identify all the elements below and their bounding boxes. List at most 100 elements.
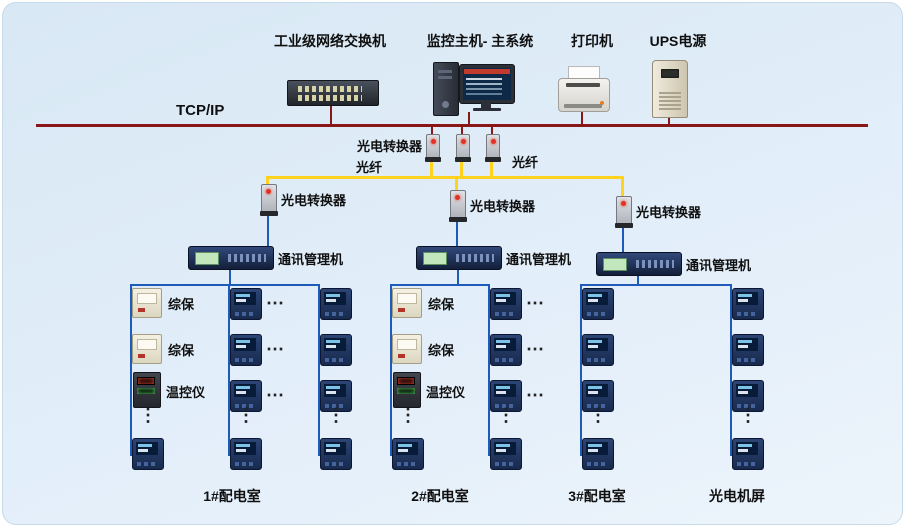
column-line <box>130 284 132 456</box>
room-label: 2#配电室 <box>411 488 469 504</box>
power-meter-icon <box>392 438 424 470</box>
comm-manager-icon <box>188 246 274 270</box>
converter-drop-line <box>491 127 493 135</box>
relay-label: 综保 <box>168 343 195 358</box>
media-converter-icon <box>425 134 441 162</box>
room-label: 3#配电室 <box>568 488 626 504</box>
converter-drop-line <box>461 127 463 135</box>
host-monitor-icon <box>459 64 515 104</box>
host-tower-icon <box>433 62 459 116</box>
manager-label: 通讯管理机 <box>278 252 344 267</box>
manager-label: 通讯管理机 <box>686 258 752 273</box>
fiber-label: 光纤 <box>512 155 539 170</box>
media-converter-icon <box>260 184 278 216</box>
power-meter-icon <box>320 334 352 366</box>
power-meter-icon <box>132 438 164 470</box>
tcpip-label: TCP/IP <box>176 102 225 119</box>
link-line <box>456 220 458 246</box>
temp-controller-icon <box>133 372 161 408</box>
fiber-label: 光纤 <box>356 160 383 175</box>
link-line <box>622 226 624 252</box>
column-line <box>488 284 490 456</box>
temp-label: 温控仪 <box>426 385 466 400</box>
manager-label: 通讯管理机 <box>506 252 572 267</box>
power-meter-icon <box>582 288 614 320</box>
column-line <box>580 284 582 456</box>
power-meter-icon <box>320 438 352 470</box>
feeder-line <box>457 268 459 284</box>
converter-label: 光电转换器 <box>356 139 422 154</box>
feeder-line <box>130 284 320 286</box>
fiber-line <box>455 176 458 190</box>
feeder-line <box>580 284 732 286</box>
relay-label: 综保 <box>428 297 455 312</box>
relay-label: 综保 <box>168 297 195 312</box>
uplink-line <box>668 116 670 124</box>
link-line <box>267 214 269 246</box>
ups-icon <box>652 60 688 118</box>
comm-manager-icon <box>416 246 502 270</box>
switch-label: 工业级网络交换机 <box>274 33 386 49</box>
monitor-stand <box>481 102 491 109</box>
fiber-line <box>460 160 463 176</box>
converter-label: 光电转换器 <box>470 199 536 214</box>
power-meter-icon <box>732 438 764 470</box>
ellipsis-horizontal: ⋯ <box>266 339 284 359</box>
power-meter-icon <box>490 288 522 320</box>
fiber-line <box>430 160 433 176</box>
protection-relay-icon <box>392 334 422 364</box>
temp-label: 温控仪 <box>166 385 206 400</box>
bus-line <box>36 124 868 127</box>
ellipsis-vertical: ⋮ <box>497 405 515 425</box>
ellipsis-vertical: ⋮ <box>237 405 255 425</box>
uplink-line <box>581 110 583 124</box>
power-meter-icon <box>490 438 522 470</box>
feeder-line <box>390 284 490 286</box>
fiber-line <box>266 176 269 184</box>
column-line <box>228 284 230 456</box>
ellipsis-horizontal: ⋯ <box>266 293 284 313</box>
relay-label: 综保 <box>428 343 455 358</box>
media-converter-icon <box>485 134 501 162</box>
power-meter-icon <box>320 288 352 320</box>
ellipsis-vertical: ⋮ <box>139 405 157 425</box>
power-meter-icon <box>732 380 764 412</box>
fiber-line <box>621 176 624 196</box>
ellipsis-horizontal: ⋯ <box>526 339 544 359</box>
uplink-line <box>330 104 332 124</box>
ellipsis-horizontal: ⋯ <box>266 385 284 405</box>
media-converter-icon <box>449 190 467 222</box>
monitor-base <box>473 108 501 111</box>
power-meter-icon <box>230 334 262 366</box>
converter-drop-line <box>431 127 433 135</box>
fiber-line <box>490 160 493 176</box>
network-switch-icon <box>287 80 379 106</box>
protection-relay-icon <box>392 288 422 318</box>
power-meter-icon <box>230 288 262 320</box>
media-converter-icon <box>615 196 633 228</box>
feeder-line <box>637 274 639 284</box>
ellipsis-vertical: ⋮ <box>589 405 607 425</box>
printer-tray <box>564 104 602 108</box>
ellipsis-vertical: ⋮ <box>739 405 757 425</box>
host-label: 监控主机- 主系统 <box>426 33 534 49</box>
converter-label: 光电转换器 <box>636 205 702 220</box>
column-line <box>730 284 732 456</box>
power-meter-icon <box>230 380 262 412</box>
converter-label: 光电转换器 <box>281 193 347 208</box>
power-meter-icon <box>582 380 614 412</box>
power-meter-icon <box>582 438 614 470</box>
printer-label: 打印机 <box>571 33 613 49</box>
ellipsis-vertical: ⋮ <box>399 405 417 425</box>
media-converter-icon <box>455 134 471 162</box>
protection-relay-icon <box>132 334 162 364</box>
uplink-line <box>468 112 470 124</box>
power-meter-icon <box>732 334 764 366</box>
room-label: 光电机屏 <box>709 488 765 504</box>
room-label: 1#配电室 <box>203 488 261 504</box>
power-meter-icon <box>732 288 764 320</box>
ellipsis-horizontal: ⋯ <box>526 293 544 313</box>
ellipsis-vertical: ⋮ <box>327 405 345 425</box>
power-meter-icon <box>490 334 522 366</box>
